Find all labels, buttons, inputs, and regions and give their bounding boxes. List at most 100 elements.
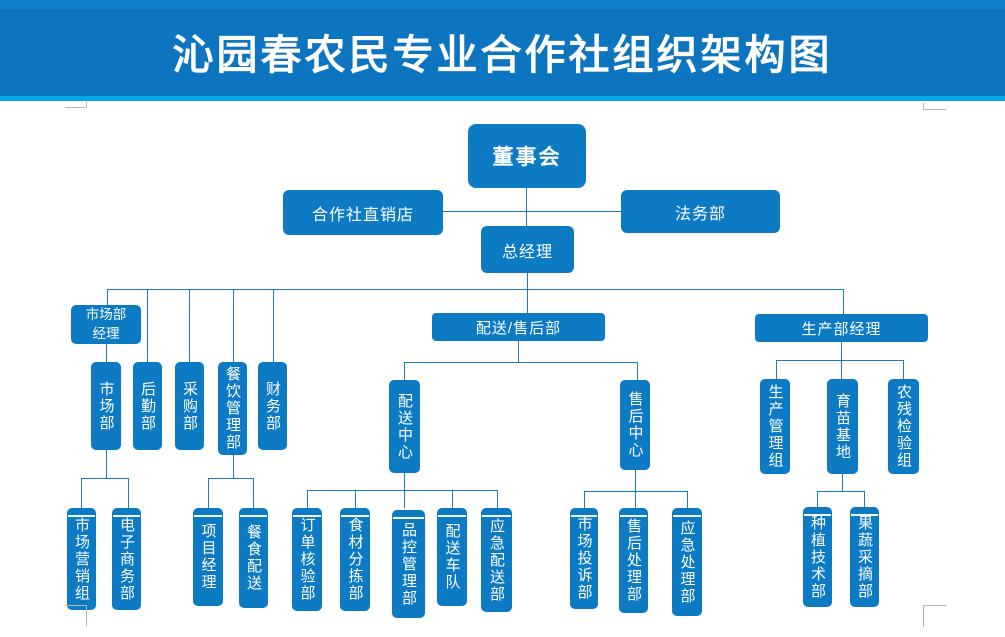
connector-line <box>526 188 527 228</box>
org-node-label: 订单核验部 <box>298 517 316 602</box>
connector-line <box>147 289 148 362</box>
placeholder-corner-mark <box>65 605 87 606</box>
org-node-delivery-fleet[interactable]: 配送车队 <box>437 508 467 606</box>
org-node-label: 财务部 <box>264 380 281 432</box>
org-node-marketing-group[interactable]: 市场营销组 <box>67 508 96 610</box>
org-node-fruit-picking[interactable]: 果蔬采摘部 <box>850 507 879 607</box>
org-node-market-complaints[interactable]: 市场投诉部 <box>570 508 598 609</box>
org-node-project-manager[interactable]: 项目经理 <box>193 508 223 606</box>
org-node-production-manager[interactable]: 生产部经理 <box>755 314 928 342</box>
org-node-catering-mgmt[interactable]: 餐饮管理部 <box>218 362 247 455</box>
org-node-meal-delivery[interactable]: 餐食配送 <box>239 508 268 608</box>
org-node-quality-control[interactable]: 品控管理部 <box>392 510 425 618</box>
org-node-aftersales-handling[interactable]: 售后处理部 <box>619 508 648 613</box>
org-node-label: 市场营销组 <box>73 516 90 602</box>
connector-line <box>687 491 688 508</box>
connector-line <box>208 478 254 479</box>
connector-line <box>776 360 777 379</box>
connector-line <box>404 473 405 490</box>
org-node-delivery-aftersales[interactable]: 配送/售后部 <box>432 313 605 341</box>
org-node-label: 配送/售后部 <box>475 319 562 337</box>
connector-line <box>233 455 234 478</box>
org-node-board[interactable]: 董事会 <box>468 124 586 188</box>
connector-line <box>776 360 903 361</box>
connector-line <box>107 289 108 305</box>
connector-line <box>637 362 638 380</box>
connector-line <box>527 273 528 289</box>
org-node-aftersales-center[interactable]: 售后中心 <box>620 380 650 470</box>
placeholder-corner-mark <box>86 102 87 108</box>
org-node-label: 生产管理组 <box>766 384 784 469</box>
connector-line <box>307 490 498 491</box>
org-node-legal[interactable]: 法务部 <box>621 190 780 233</box>
connector-line <box>355 490 356 508</box>
org-node-label: 售后中心 <box>626 391 644 459</box>
connector-line <box>817 491 865 492</box>
connector-line <box>452 490 453 508</box>
org-node-emergency-delivery[interactable]: 应急配送部 <box>481 508 512 612</box>
org-node-delivery-center[interactable]: 配送中心 <box>389 380 420 473</box>
org-node-production-group[interactable]: 生产管理组 <box>760 379 790 474</box>
org-node-label: 市场部 <box>97 380 115 432</box>
connector-line <box>817 491 818 507</box>
org-node-label: 合作社直销店 <box>311 206 414 224</box>
org-node-emergency-handling[interactable]: 应急处理部 <box>672 508 702 616</box>
accent-strip <box>0 96 1005 101</box>
connector-line <box>189 289 190 362</box>
org-node-ingredient-sorting[interactable]: 食材分拣部 <box>340 508 370 611</box>
page-title: 沁园春农民专业合作社组织架构图 <box>172 32 833 78</box>
org-node-label: 餐食配送 <box>245 524 262 592</box>
connector-line <box>903 360 904 379</box>
placeholder-corner-mark <box>65 107 87 108</box>
org-node-label: 电子商务部 <box>118 516 135 602</box>
connector-line <box>81 478 82 508</box>
org-node-purchasing[interactable]: 采购部 <box>175 362 204 450</box>
org-node-label: 市场部经理 <box>85 307 127 341</box>
org-node-label: 采购部 <box>181 380 198 432</box>
org-node-label: 市场投诉部 <box>575 516 593 601</box>
org-node-label: 品控管理部 <box>400 521 417 607</box>
connector-line <box>253 478 254 508</box>
org-node-order-check[interactable]: 订单核验部 <box>292 508 322 611</box>
org-node-label: 总经理 <box>501 243 553 261</box>
org-node-label: 育苗基地 <box>834 392 851 461</box>
connector-line <box>106 450 107 478</box>
connector-line <box>497 490 498 508</box>
org-node-label: 配送中心 <box>396 392 413 461</box>
connector-line <box>843 289 844 314</box>
org-node-direct-store[interactable]: 合作社直销店 <box>283 190 443 235</box>
org-node-label: 种植技术部 <box>809 514 826 600</box>
org-node-label: 果蔬采摘部 <box>856 514 873 600</box>
header-banner: 沁园春农民专业合作社组织架构图 <box>0 0 1005 96</box>
connector-line <box>635 470 636 491</box>
connector-line <box>841 360 842 379</box>
connector-line <box>518 341 519 362</box>
connector-line <box>841 342 842 360</box>
connector-line <box>128 478 129 508</box>
placeholder-corner-mark <box>923 605 924 627</box>
connector-line <box>404 362 405 380</box>
connector-line <box>106 344 107 362</box>
placeholder-corner-mark <box>923 109 946 110</box>
connector-line <box>208 478 209 508</box>
connector-line <box>584 491 585 508</box>
org-node-label: 项目经理 <box>199 523 217 591</box>
connector-line <box>81 478 129 479</box>
org-node-seedling-base[interactable]: 育苗基地 <box>827 379 858 474</box>
connector-line <box>584 491 688 492</box>
org-node-label: 董事会 <box>492 146 562 169</box>
placeholder-corner-mark <box>923 605 946 606</box>
org-node-marketing-manager[interactable]: 市场部经理 <box>71 305 141 344</box>
placeholder-corner-mark <box>86 605 87 626</box>
org-node-finance[interactable]: 财务部 <box>258 362 287 450</box>
org-node-marketing[interactable]: 市场部 <box>91 362 121 450</box>
org-node-planting-tech[interactable]: 种植技术部 <box>803 507 832 607</box>
org-node-ecommerce[interactable]: 电子商务部 <box>112 508 141 610</box>
org-node-pesticide-check[interactable]: 农残检验组 <box>888 379 919 474</box>
org-node-logistics[interactable]: 后勤部 <box>133 362 162 450</box>
org-node-label: 应急处理部 <box>678 519 696 605</box>
connector-line <box>527 289 528 313</box>
org-node-label: 配送车队 <box>443 523 461 591</box>
org-node-gm[interactable]: 总经理 <box>481 226 574 273</box>
